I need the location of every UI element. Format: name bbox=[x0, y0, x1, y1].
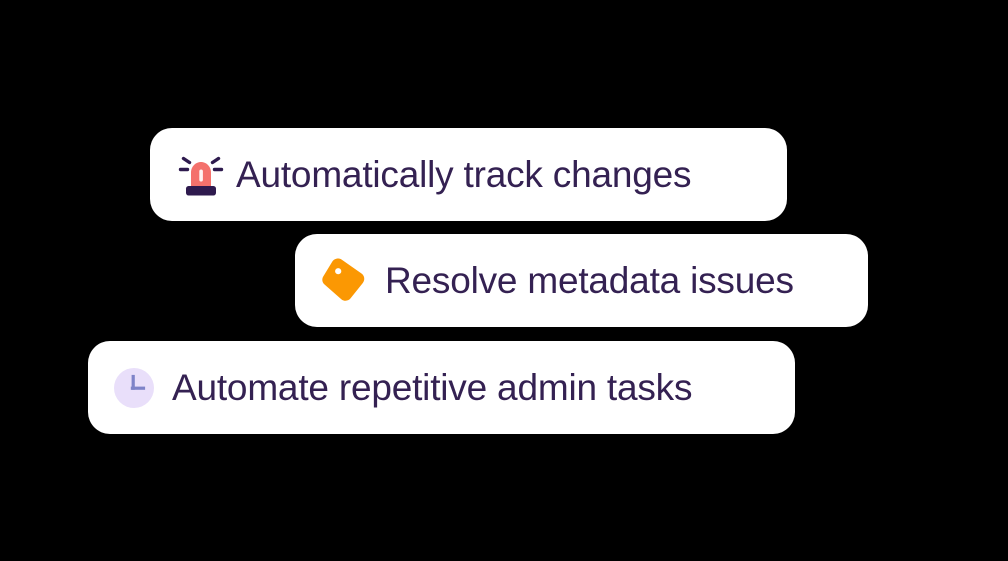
siren-icon bbox=[174, 148, 228, 202]
feature-card-resolve-metadata-issues[interactable]: Resolve metadata issues bbox=[295, 234, 868, 327]
feature-card-label: Automatically track changes bbox=[236, 154, 692, 195]
tag-icon bbox=[319, 255, 371, 307]
feature-card-label: Automate repetitive admin tasks bbox=[172, 367, 693, 408]
feature-card-automatically-track-changes[interactable]: Automatically track changes bbox=[150, 128, 787, 221]
feature-card-label: Resolve metadata issues bbox=[385, 260, 794, 301]
clock-icon bbox=[112, 366, 156, 410]
feature-card-automate-repetitive-admin-tasks[interactable]: Automate repetitive admin tasks bbox=[88, 341, 795, 434]
